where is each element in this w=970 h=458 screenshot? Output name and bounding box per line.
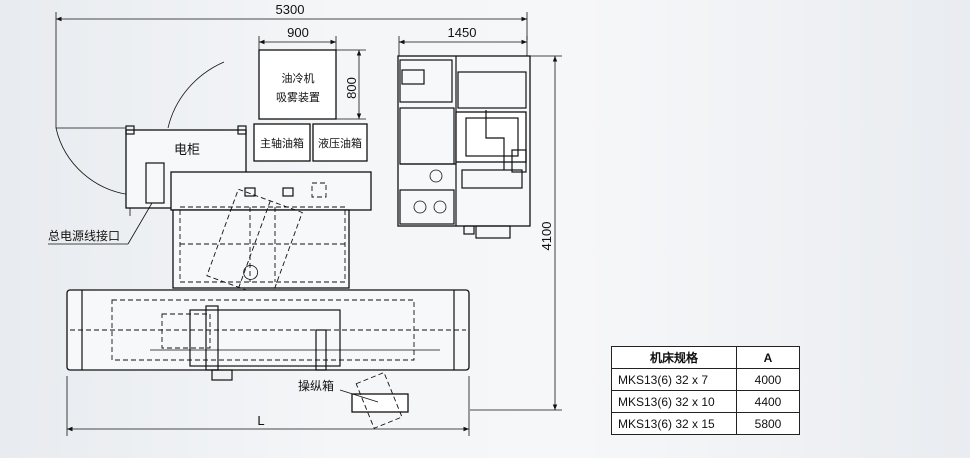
dimension-total-width-label: 5300 bbox=[276, 2, 305, 17]
spec-model: MKS13(6) 32 x 10 bbox=[611, 390, 737, 413]
dimension-cooler-height: 800 bbox=[336, 49, 366, 120]
oil-cooler-label-line2: 吸雾装置 bbox=[276, 91, 320, 104]
dimension-cooler-width: 900 bbox=[258, 25, 337, 52]
dimension-total-width: 5300 bbox=[55, 2, 528, 40]
dimension-cabinet-width-label: 1450 bbox=[448, 25, 477, 40]
dimension-cabinet-width: 1450 bbox=[398, 25, 528, 56]
dimension-overall-depth: 4100 bbox=[470, 55, 562, 411]
electric-cabinet-label: 电柜 bbox=[174, 142, 200, 157]
machine-bed bbox=[66, 289, 470, 381]
table-row: MKS13(6) 32 x 10 4400 bbox=[611, 390, 800, 413]
spec-table: 机床规格 A MKS13(6) 32 x 7 4000 MKS13(6) 32 … bbox=[611, 346, 800, 435]
spec-value: 4000 bbox=[736, 368, 800, 391]
table-row: MKS13(6) 32 x 7 4000 bbox=[611, 368, 800, 391]
dimension-cooler-height-label: 800 bbox=[344, 77, 359, 99]
spec-table-header-row: 机床规格 A bbox=[611, 346, 800, 369]
oil-cooler-unit: 油冷机 吸雾装置 bbox=[258, 49, 337, 120]
spindle-oil-tank: 主轴油箱 bbox=[253, 123, 311, 162]
door-swing-arc bbox=[55, 40, 225, 196]
control-box: 操纵箱 bbox=[298, 371, 409, 429]
spec-value: 4400 bbox=[736, 390, 800, 413]
main-power-inlet: 总电源线接口 bbox=[48, 202, 153, 245]
dimension-machine-length-label: L bbox=[257, 413, 264, 428]
spec-model: MKS13(6) 32 x 15 bbox=[611, 412, 737, 435]
oil-cooler-label-line1: 油冷机 bbox=[282, 71, 315, 85]
auxiliary-cabinet bbox=[397, 55, 531, 239]
control-box-label: 操纵箱 bbox=[298, 378, 334, 393]
spec-model: MKS13(6) 32 x 7 bbox=[611, 368, 737, 391]
dimension-overall-depth-label: 4100 bbox=[539, 222, 554, 251]
hydraulic-oil-tank-label: 液压油箱 bbox=[318, 136, 362, 150]
dimension-machine-length: L bbox=[66, 376, 470, 436]
column-block bbox=[170, 171, 372, 300]
table-row: MKS13(6) 32 x 15 5800 bbox=[611, 412, 800, 435]
spec-header-model: 机床规格 bbox=[611, 346, 737, 369]
dimension-cooler-width-label: 900 bbox=[287, 25, 309, 40]
main-power-inlet-label: 总电源线接口 bbox=[48, 228, 120, 243]
spindle-oil-tank-label: 主轴油箱 bbox=[260, 136, 304, 150]
hydraulic-oil-tank: 液压油箱 bbox=[312, 123, 368, 162]
spec-value: 5800 bbox=[736, 412, 800, 435]
spec-header-a: A bbox=[736, 346, 800, 369]
